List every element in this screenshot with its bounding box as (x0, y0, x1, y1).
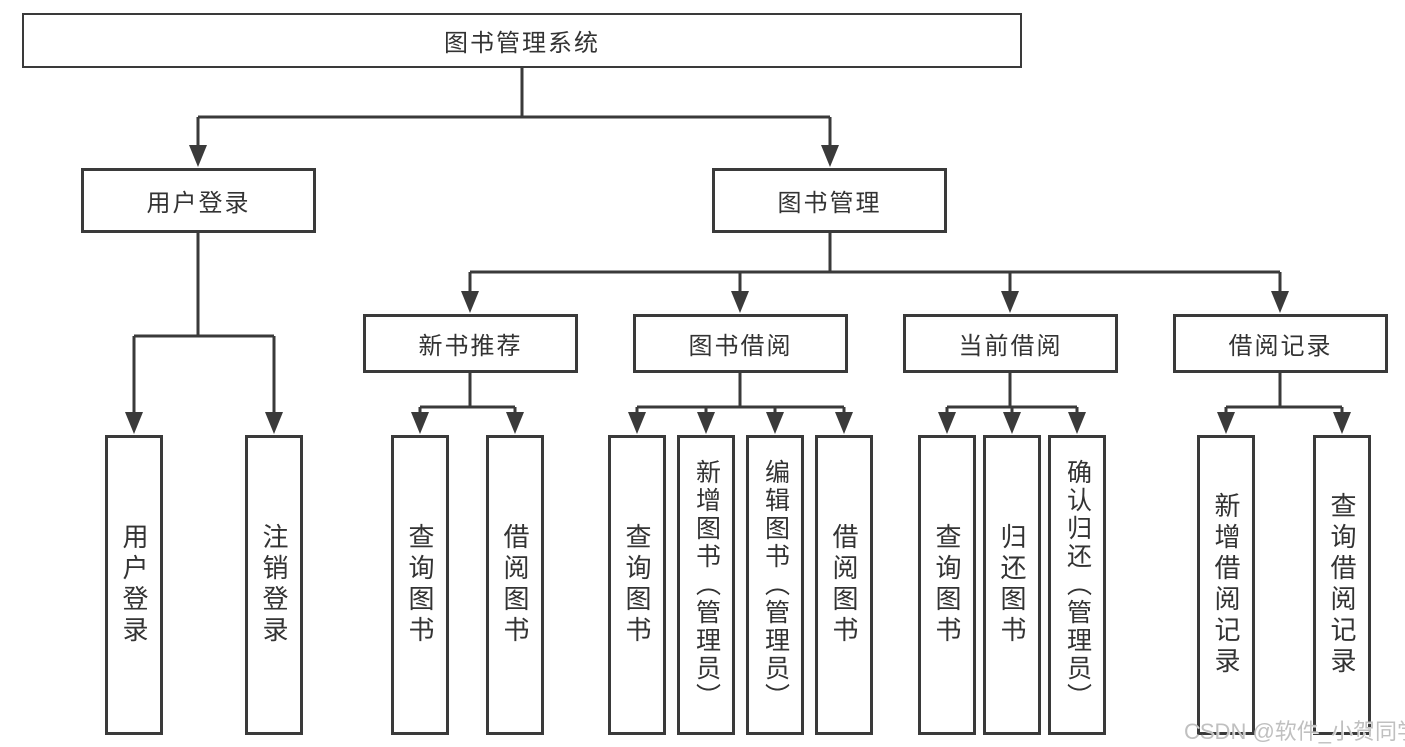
arrow-down-icon (1001, 291, 1019, 313)
node-label: 查询借阅记录 (1327, 492, 1357, 678)
node-label: 图书管理 (777, 190, 882, 217)
leaf-query-borrow-record: 查询借阅记录 (1313, 435, 1371, 735)
node-user-login: 用户登录 (81, 168, 316, 233)
leaf-edit-book-admin: 编辑图书（管理员） (746, 435, 804, 735)
arrow-down-icon (938, 412, 956, 434)
arrow-down-icon (506, 412, 524, 434)
arrow-down-icon (731, 291, 749, 313)
node-label: 确认归还（管理员） (1063, 459, 1092, 711)
leaf-add-borrow-record: 新增借阅记录 (1197, 435, 1255, 735)
node-label: 借阅图书 (829, 523, 859, 647)
node-borrowing-records: 借阅记录 (1173, 314, 1388, 373)
leaf-query-books-recommend: 查询图书 (391, 435, 449, 735)
node-current-borrowing: 当前借阅 (903, 314, 1118, 373)
node-label: 当前借阅 (958, 333, 1063, 360)
arrow-down-icon (461, 291, 479, 313)
arrow-down-icon (1003, 412, 1021, 434)
node-label: 图书借阅 (688, 333, 793, 360)
arrow-down-icon (821, 145, 839, 167)
node-label: 查询图书 (622, 523, 652, 647)
leaf-query-books-current: 查询图书 (918, 435, 976, 735)
node-label: 借阅记录 (1228, 333, 1333, 360)
arrow-down-icon (1333, 412, 1351, 434)
arrow-down-icon (697, 412, 715, 434)
node-label: 编辑图书（管理员） (761, 459, 790, 711)
node-label: 新增图书（管理员） (692, 459, 721, 711)
arrow-down-icon (411, 412, 429, 434)
arrowheads (125, 145, 1351, 434)
arrow-down-icon (1068, 412, 1086, 434)
node-label: 用户登录 (119, 523, 149, 647)
node-label: 图书管理系统 (444, 30, 600, 57)
arrow-down-icon (766, 412, 784, 434)
arrow-down-icon (1217, 412, 1235, 434)
leaf-borrow-books-recommend: 借阅图书 (486, 435, 544, 735)
watermark: CSDN @软件_小贺同学 (1184, 719, 1405, 744)
leaf-confirm-return-admin: 确认归还（管理员） (1048, 435, 1106, 735)
node-label: 查询图书 (932, 523, 962, 647)
node-book-management: 图书管理 (712, 168, 947, 233)
arrow-down-icon (835, 412, 853, 434)
leaf-logout: 注销登录 (245, 435, 303, 735)
node-label: 用户登录 (146, 190, 251, 217)
node-label: 查询图书 (405, 523, 435, 647)
arrow-down-icon (628, 412, 646, 434)
arrow-down-icon (1271, 291, 1289, 313)
node-library-system: 图书管理系统 (22, 13, 1022, 68)
leaf-query-books-borrowing: 查询图书 (608, 435, 666, 735)
leaf-borrow-books: 借阅图书 (815, 435, 873, 735)
leaf-return-book: 归还图书 (983, 435, 1041, 735)
node-new-book-recommend: 新书推荐 (363, 314, 578, 373)
arrow-down-icon (265, 412, 283, 434)
node-label: 借阅图书 (500, 523, 530, 647)
node-book-borrowing: 图书借阅 (633, 314, 848, 373)
node-label: 新书推荐 (418, 333, 523, 360)
tree-edges (132, 68, 1344, 416)
node-label: 归还图书 (997, 523, 1027, 647)
arrow-down-icon (125, 412, 143, 434)
arrow-down-icon (189, 145, 207, 167)
node-label: 注销登录 (259, 523, 289, 647)
leaf-user-login: 用户登录 (105, 435, 163, 735)
leaf-add-book-admin: 新增图书（管理员） (677, 435, 735, 735)
node-label: 新增借阅记录 (1211, 492, 1241, 678)
